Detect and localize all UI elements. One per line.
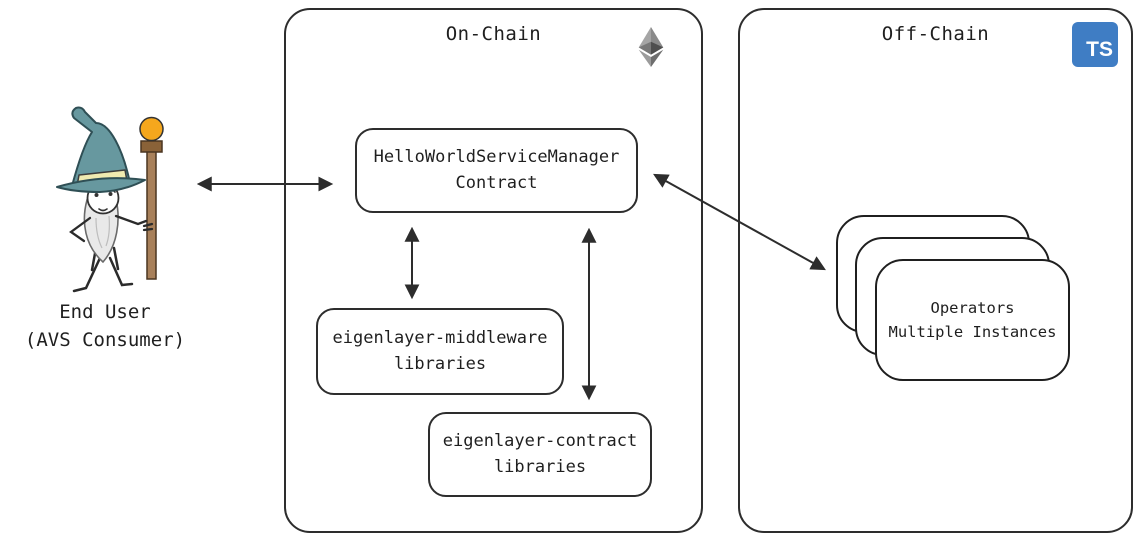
service-manager-box: HelloWorldServiceManager Contract bbox=[355, 128, 638, 213]
contract-libraries-line1: eigenlayer-contract bbox=[442, 431, 638, 451]
operators-box: Operators Multiple Instances bbox=[875, 259, 1070, 381]
contract-libraries-box: eigenlayer-contract libraries bbox=[428, 412, 652, 497]
ethereum-icon bbox=[638, 27, 664, 67]
end-user-label-line2: (AVS Consumer) bbox=[24, 328, 186, 351]
operators-line2: Multiple Instances bbox=[888, 323, 1057, 341]
operators-line1: Operators bbox=[930, 298, 1015, 317]
typescript-icon: TS bbox=[1072, 22, 1118, 67]
wizard-staff bbox=[139, 116, 164, 280]
end-user-label-line1: End User bbox=[59, 301, 151, 323]
wizard-arms bbox=[69, 214, 154, 243]
service-manager-line2: Contract bbox=[455, 172, 538, 193]
off-chain-title: Off-Chain bbox=[881, 23, 990, 45]
middleware-line2: libraries bbox=[393, 353, 487, 374]
service-manager-line1: HelloWorldServiceManager bbox=[373, 147, 620, 167]
wizard-beard-strands bbox=[95, 215, 110, 249]
middleware-box: eigenlayer-middleware libraries bbox=[316, 308, 564, 395]
wizard-hat bbox=[56, 106, 146, 193]
wizard-character-illustration bbox=[56, 106, 164, 293]
off-chain-container: Off-Chain bbox=[738, 8, 1133, 533]
on-chain-title: On-Chain bbox=[445, 23, 542, 45]
middleware-line1: eigenlayer-middleware bbox=[332, 328, 548, 348]
contract-libraries-line2: libraries bbox=[493, 456, 587, 477]
on-chain-container: On-Chain bbox=[284, 8, 703, 533]
typescript-icon-label: TS bbox=[1086, 38, 1113, 61]
end-user-label: End User (AVS Consumer) bbox=[2, 299, 208, 354]
